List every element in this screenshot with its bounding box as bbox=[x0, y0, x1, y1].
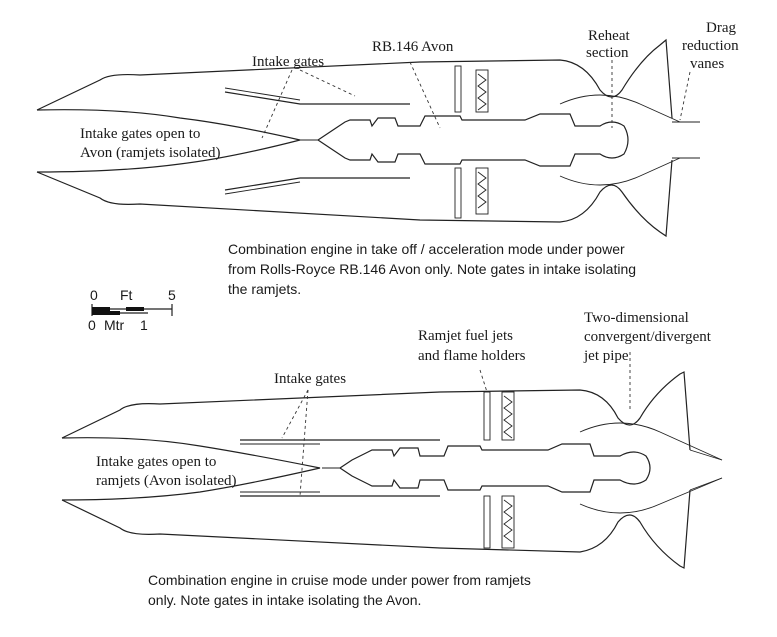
top-zigzag-upper bbox=[477, 73, 487, 111]
bottom-flameholder-lower-a bbox=[483, 495, 491, 549]
scale-block-2 bbox=[126, 307, 144, 311]
bottom-zigzag-upper bbox=[503, 395, 513, 439]
top-label-inner-2: Avon (ramjets isolated) bbox=[80, 145, 221, 161]
top-avon-core bbox=[316, 113, 629, 167]
bottom-flameholder-upper-a bbox=[483, 391, 491, 441]
top-label-intake-gates: Intake gates bbox=[252, 54, 324, 70]
bottom-avon-core bbox=[338, 443, 651, 493]
bottom-label-nozzle-2: convergent/divergent bbox=[584, 329, 712, 345]
top-flameholder-upper-b bbox=[475, 69, 489, 113]
bottom-label-nozzle-1: Two-dimensional bbox=[584, 310, 689, 326]
top-reheat-lower bbox=[559, 157, 681, 186]
bottom-nacelle-lower bbox=[61, 489, 691, 569]
top-leader-intake-gates bbox=[261, 69, 293, 139]
top-flameholder-lower-b bbox=[475, 167, 489, 215]
top-intake-gate-lower bbox=[224, 177, 410, 191]
scale-block-1 bbox=[92, 307, 110, 311]
top-leader-avon bbox=[409, 61, 441, 129]
top-gate-upper-edge bbox=[224, 87, 301, 101]
top-leader-drag bbox=[679, 71, 691, 121]
top-label-engine: RB.146 Avon bbox=[372, 39, 454, 55]
top-leader-intake-gates-2 bbox=[299, 69, 356, 97]
scale-m-unit: Mtr bbox=[104, 317, 125, 333]
bottom-nozzle-upper bbox=[579, 422, 723, 461]
bottom-nozzle-flap-upper bbox=[689, 449, 723, 461]
bottom-intake-inner bbox=[61, 437, 321, 501]
top-zigzag-lower bbox=[477, 171, 487, 209]
top-label-reheat-2: section bbox=[586, 45, 629, 61]
bottom-zigzag-lower bbox=[503, 499, 513, 543]
top-caption-line-2: from Rolls-Royce RB.146 Avon only. Note … bbox=[228, 261, 636, 277]
top-label-drag-1: Drag bbox=[706, 20, 736, 36]
top-flameholder-upper-a bbox=[454, 65, 462, 113]
bottom-label-inner-1: Intake gates open to bbox=[96, 454, 216, 470]
scale-bar: 0 Ft 5 0 Mtr 1 bbox=[88, 287, 176, 333]
bottom-caption-line-1: Combination engine in cruise mode under … bbox=[148, 572, 531, 588]
top-label-inner-1: Intake gates open to bbox=[80, 126, 200, 142]
bottom-label-ramjet-2: and flame holders bbox=[418, 348, 526, 364]
bottom-leader-ramjet bbox=[479, 369, 488, 393]
bottom-caption-line-2: only. Note gates in intake isolating the… bbox=[148, 592, 421, 608]
bottom-label-intake-gates: Intake gates bbox=[274, 371, 346, 387]
bottom-flameholder-lower-b bbox=[501, 495, 515, 549]
scale-m-left: 0 bbox=[88, 317, 96, 333]
top-nacelle-upper bbox=[36, 38, 673, 119]
scale-ft-unit: Ft bbox=[120, 287, 133, 303]
scale-ft-left: 0 bbox=[90, 287, 98, 303]
top-label-drag-3: vanes bbox=[690, 56, 724, 72]
scale-block-m bbox=[92, 311, 120, 315]
top-gate-lower-edge bbox=[224, 181, 301, 195]
top-reheat-upper bbox=[559, 94, 681, 123]
bottom-label-nozzle-3: jet pipe bbox=[583, 348, 629, 364]
bottom-nozzle-flap-lower bbox=[689, 477, 723, 491]
top-label-reheat-1: Reheat bbox=[588, 28, 630, 44]
scale-ft-right: 5 bbox=[168, 287, 176, 303]
top-label-drag-2: reduction bbox=[682, 38, 739, 54]
bottom-leader-intake-gates bbox=[281, 389, 309, 439]
bottom-nacelle-upper bbox=[61, 371, 691, 451]
top-caption-line-1: Combination engine in take off / acceler… bbox=[228, 241, 625, 257]
top-caption-line-3: the ramjets. bbox=[228, 281, 301, 297]
bottom-leader-intake-gates-2 bbox=[299, 389, 309, 497]
bottom-engine: Intake gates Ramjet fuel jets and flame … bbox=[61, 310, 723, 569]
bottom-flameholder-upper-b bbox=[501, 391, 515, 441]
bottom-label-ramjet-1: Ramjet fuel jets bbox=[418, 328, 513, 344]
scale-m-right: 1 bbox=[140, 317, 148, 333]
top-intake-gate-upper bbox=[224, 91, 410, 105]
bottom-nozzle-lower bbox=[579, 477, 723, 514]
top-nacelle-lower bbox=[36, 159, 673, 238]
bottom-label-inner-2: ramjets (Avon isolated) bbox=[96, 473, 237, 489]
top-engine: Intake gates RB.146 Avon Reheat section … bbox=[36, 20, 739, 238]
top-flameholder-lower-a bbox=[454, 167, 462, 219]
